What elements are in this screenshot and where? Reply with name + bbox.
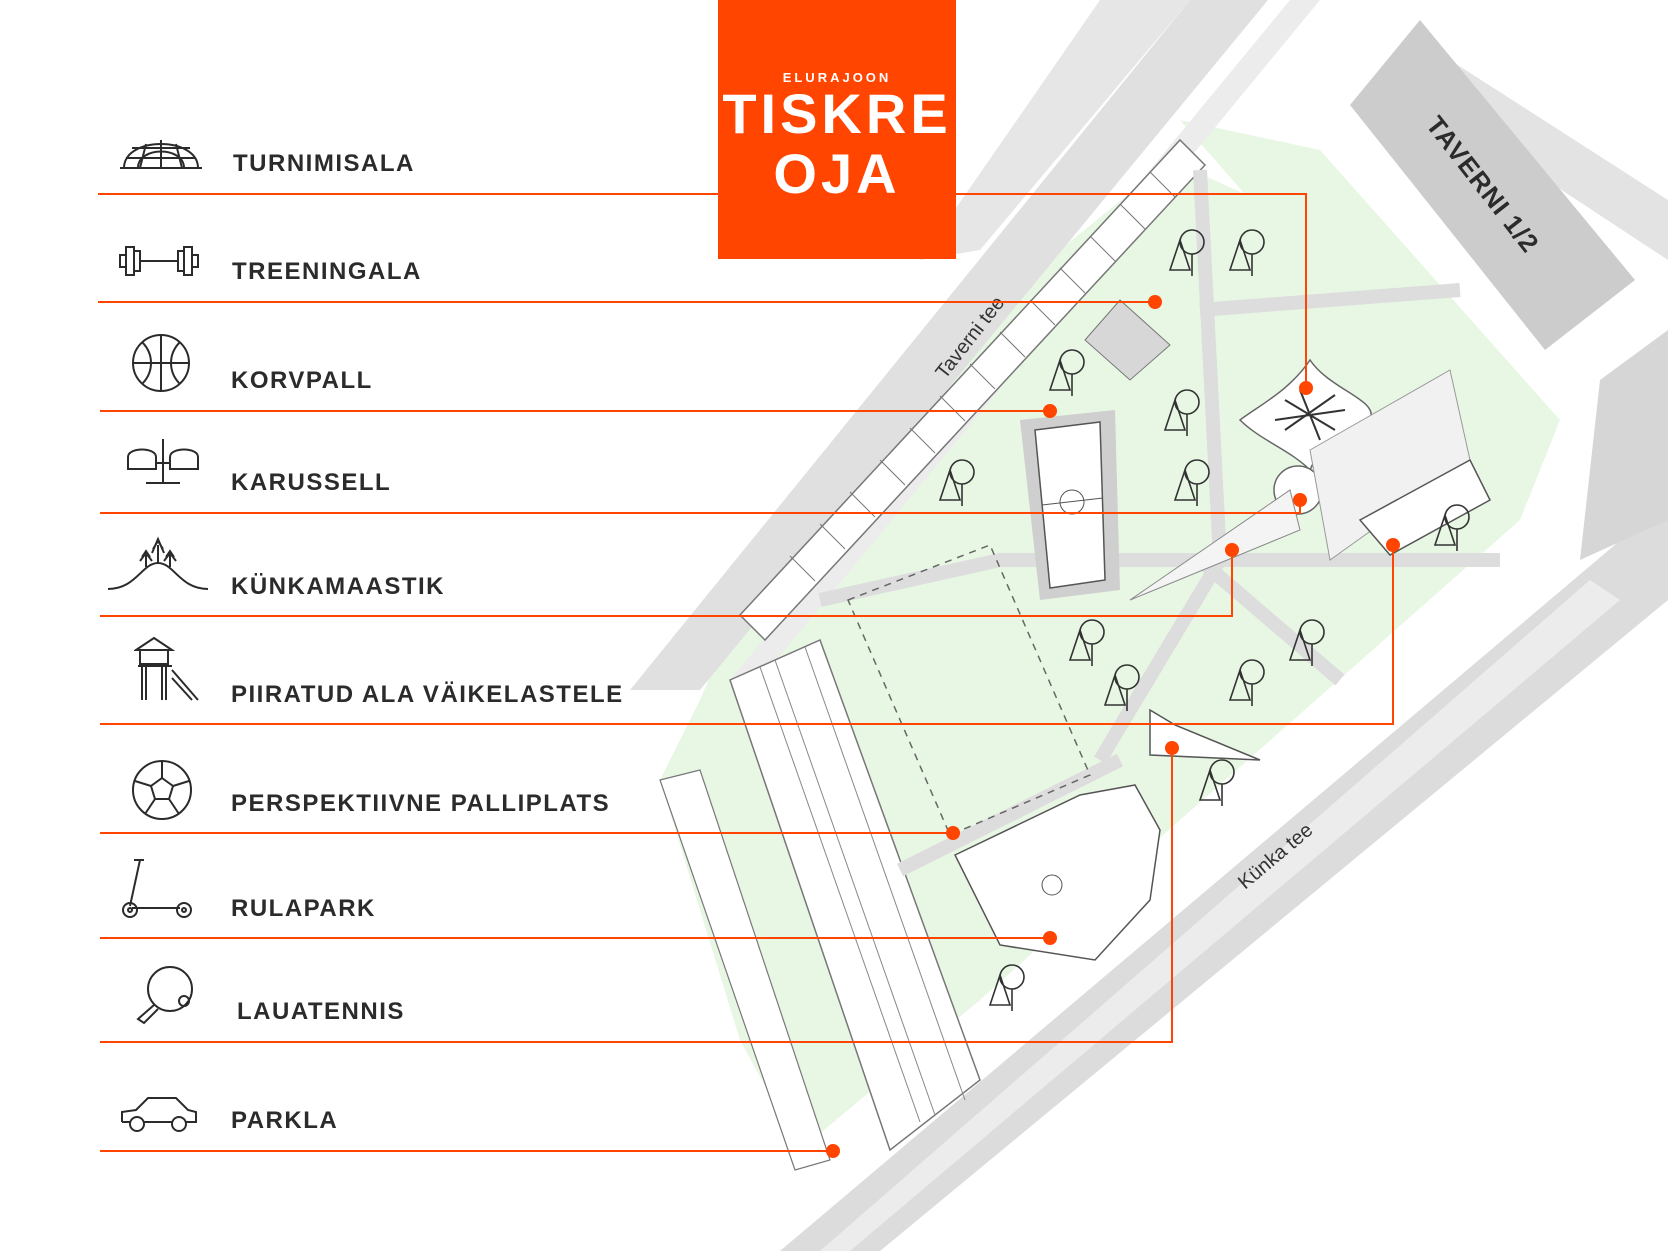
parking-strip-north xyxy=(738,138,1207,642)
legend-label-piiratud: PIIRATUD ALA VÄIKELASTELE xyxy=(231,681,624,708)
basketball-icon xyxy=(132,334,190,392)
tiskre-oja-logo: ELURAJOON TISKRE OJA xyxy=(718,0,956,259)
legend-label-karussell: KARUSSELL xyxy=(231,469,392,496)
dot-turnimisala xyxy=(1299,381,1313,395)
parking-lot-main xyxy=(729,638,981,1152)
dot-kunkamaastik xyxy=(1225,543,1239,557)
road-top-right xyxy=(1440,60,1668,260)
road-east xyxy=(1580,330,1668,560)
legend-label-treeningala: TREENINGALA xyxy=(232,258,422,285)
skatepark-bowl xyxy=(1041,874,1063,896)
ball-field-outline xyxy=(847,544,1091,836)
climbing-dome-icon xyxy=(120,140,202,169)
ping-pong-paddle-icon xyxy=(136,966,193,1025)
legend-label-palliplats: PERSPEKTIIVNE PALLIPLATS xyxy=(231,790,611,817)
road-kunka xyxy=(780,500,1668,1251)
legend-label-rulapark: RULAPARK xyxy=(231,895,376,922)
hill-trees-icon xyxy=(107,536,209,590)
training-area xyxy=(1084,299,1171,381)
soccer-ball-icon xyxy=(132,760,192,820)
climbing-structure xyxy=(1238,358,1373,472)
basketball-court xyxy=(1020,410,1120,600)
legend-label-lauatennis: LAUATENNIS xyxy=(237,998,405,1025)
dumbbell-icon xyxy=(119,246,199,276)
legend-label-parkla: PARKLA xyxy=(231,1107,339,1134)
logo-title-line2: OJA xyxy=(773,142,901,205)
legend-label-kunkamaastik: KÜNKAMAASTIK xyxy=(231,573,445,600)
legend-label-korvpall: KORVPALL xyxy=(231,367,373,394)
road-taverni xyxy=(630,0,1268,690)
leader-piiratud xyxy=(100,545,1394,725)
dot-korvpall xyxy=(1043,404,1057,418)
parking-lot-rows xyxy=(759,646,966,1123)
trees xyxy=(938,229,1470,1011)
logo-title-line1: TISKRE xyxy=(722,82,952,145)
dot-piiratud xyxy=(1386,538,1400,552)
building-taverni xyxy=(1350,20,1635,350)
parking-stripes-north xyxy=(789,171,1176,582)
parking-lot-west xyxy=(659,769,831,1171)
dot-karussell xyxy=(1293,493,1307,507)
dot-lauatennis xyxy=(1165,741,1179,755)
road-kunka-sidewalk xyxy=(820,580,1620,1251)
car-icon xyxy=(121,1097,197,1132)
leader-lauatennis xyxy=(100,748,1173,1043)
dot-treeningala xyxy=(1148,295,1162,309)
logo-subtitle: ELURAJOON xyxy=(782,70,892,85)
leader-dots xyxy=(826,295,1400,1158)
playhouse-slide-icon xyxy=(134,636,199,701)
scooter-icon xyxy=(122,859,192,918)
hill-terrain xyxy=(1129,489,1301,601)
small-kids-area xyxy=(1358,458,1491,556)
dot-palliplats xyxy=(946,826,960,840)
leader-turnimisala xyxy=(98,193,1307,388)
skatepark xyxy=(953,784,1161,961)
dot-rulapark xyxy=(1043,931,1057,945)
dot-parkla xyxy=(826,1144,840,1158)
leader-kunkamaastik xyxy=(100,550,1233,617)
carousel-icon xyxy=(127,439,199,484)
legend-label-turnimisala: TURNIMISALA xyxy=(233,150,415,177)
